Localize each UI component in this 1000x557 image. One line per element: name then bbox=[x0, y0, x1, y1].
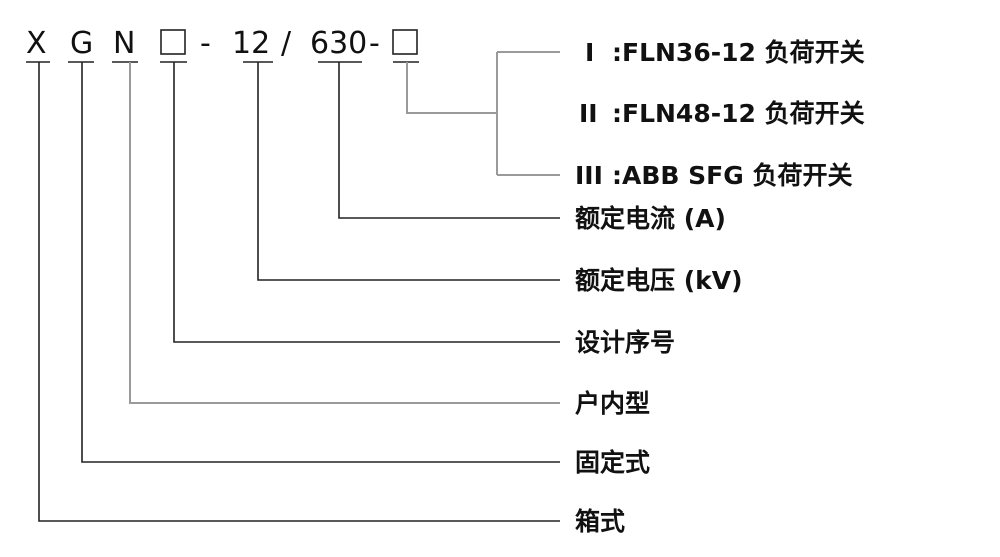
option-3-text: :ABB SFG 负荷开关 bbox=[612, 161, 852, 190]
label-box-type: 箱式 bbox=[575, 507, 625, 536]
code-slash: / bbox=[281, 26, 292, 61]
leader-indoor-type bbox=[129, 62, 560, 404]
code-current: 630 bbox=[310, 26, 367, 61]
leader-box-type bbox=[38, 62, 560, 522]
code-voltage: 12 bbox=[232, 26, 270, 61]
option-3-roman: III bbox=[575, 161, 603, 190]
label-rated-current: 额定电流 (A) bbox=[575, 204, 726, 233]
label-rated-voltage: 额定电压 (kV) bbox=[575, 266, 743, 295]
option-connector bbox=[406, 62, 497, 114]
option-2-roman: II bbox=[579, 99, 598, 128]
leader-rated-voltage bbox=[257, 62, 560, 281]
code-char-g: G bbox=[70, 26, 93, 61]
code-char-x: X bbox=[26, 26, 47, 61]
leader-fixed-type bbox=[81, 62, 560, 463]
label-fixed-type: 固定式 bbox=[575, 448, 650, 477]
option-1-text: :FLN36-12 负荷开关 bbox=[612, 38, 865, 67]
code-char-n: N bbox=[113, 26, 135, 61]
code-dash-2: - bbox=[369, 26, 380, 61]
leader-rated-current bbox=[338, 62, 560, 219]
code-dash-1: - bbox=[200, 26, 211, 61]
option-2-text: :FLN48-12 负荷开关 bbox=[612, 99, 865, 128]
label-indoor-type: 户内型 bbox=[575, 389, 650, 418]
label-design-serial: 设计序号 bbox=[575, 328, 675, 357]
design-serial-placeholder-box bbox=[160, 29, 186, 55]
option-placeholder-box bbox=[392, 29, 418, 55]
leader-design-serial bbox=[173, 62, 560, 343]
option-1-roman: I bbox=[585, 38, 594, 67]
